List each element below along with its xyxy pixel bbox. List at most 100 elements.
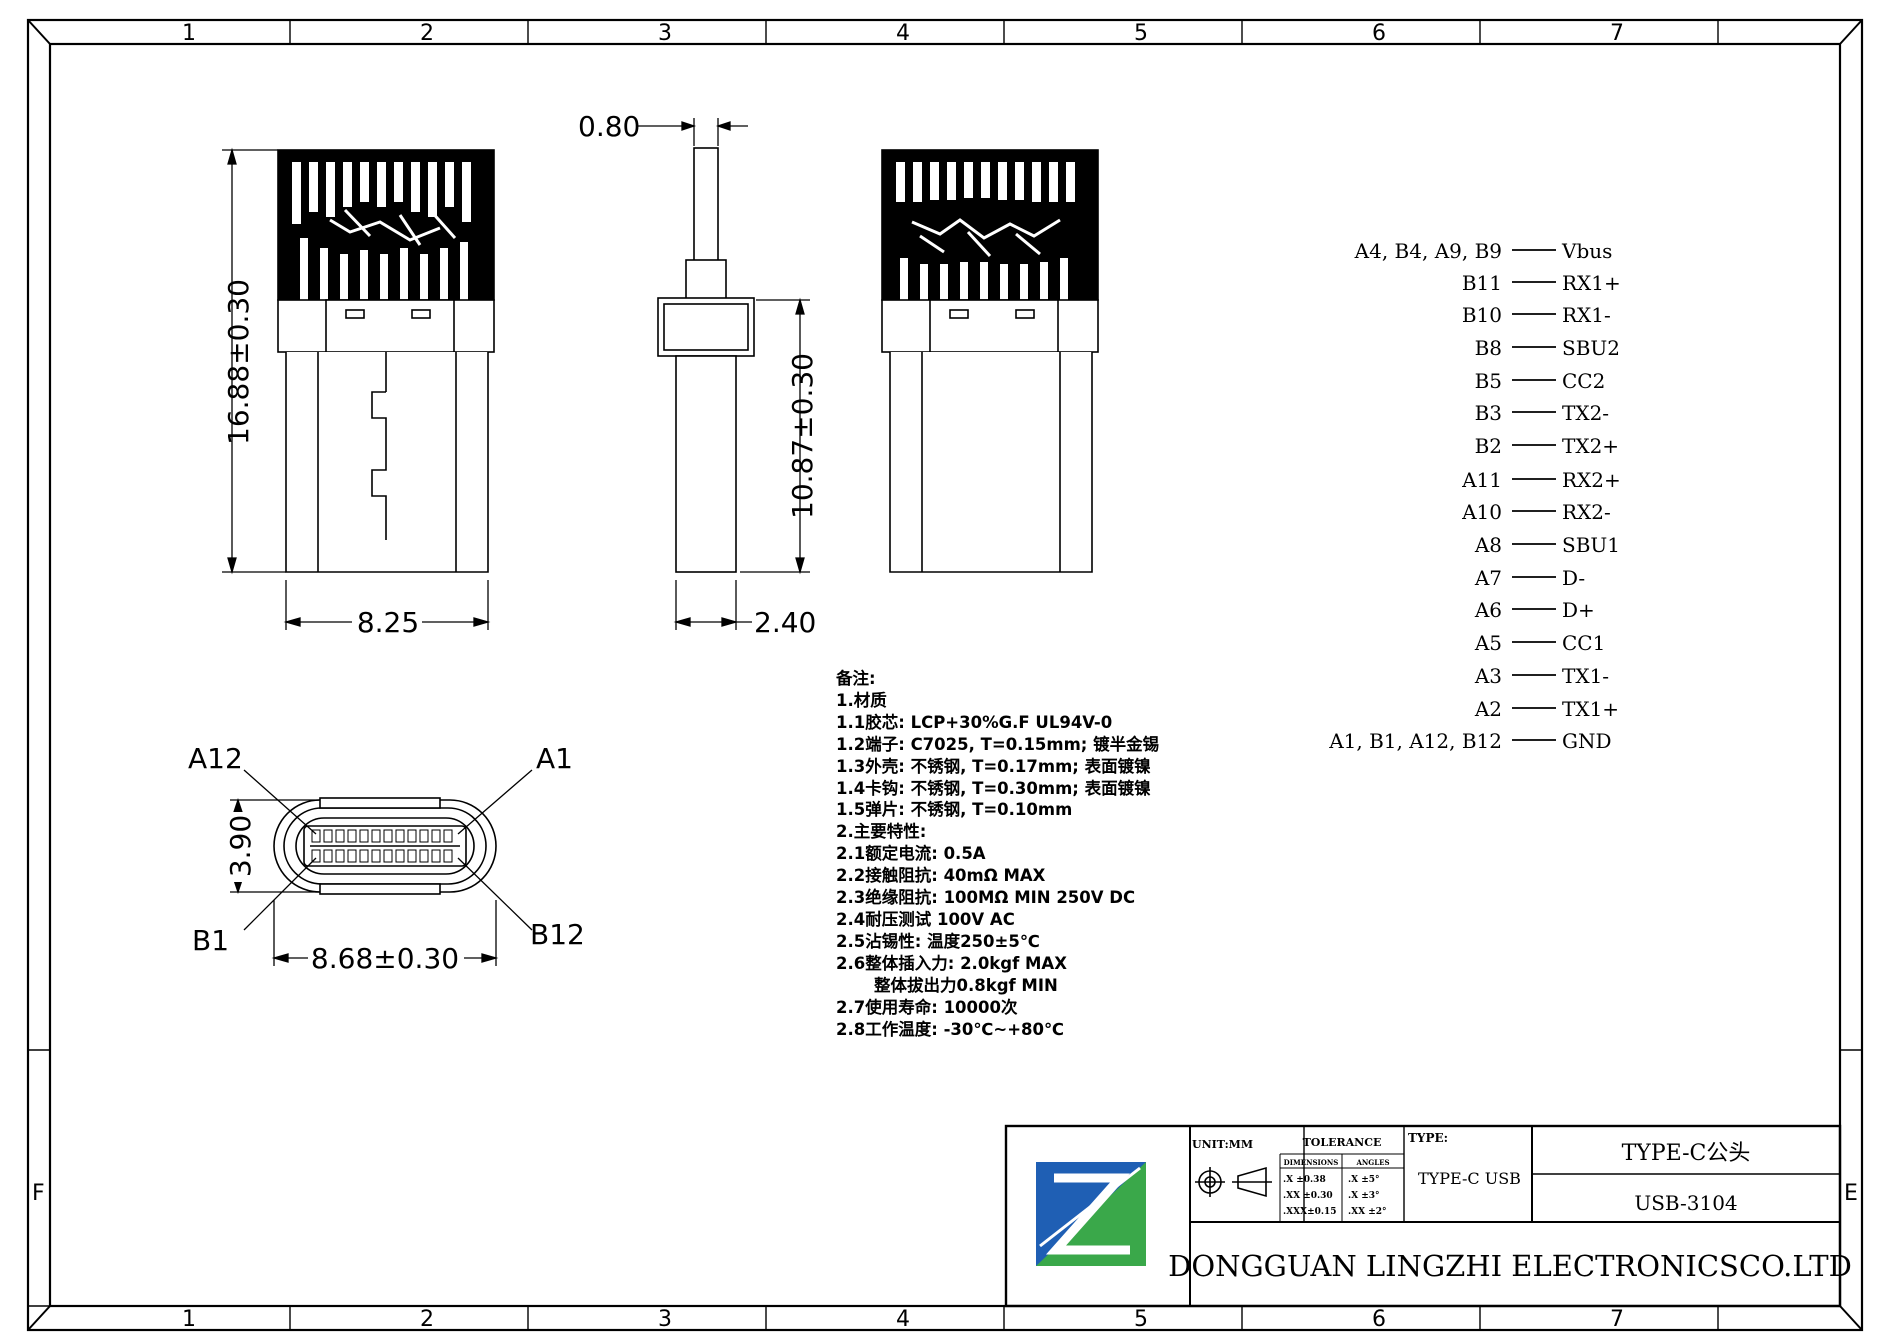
notes-line: 1.1胶芯: LCP+30%G.F UL94V-0 [836,712,1113,732]
zone-left-f: F [32,1181,45,1206]
dim-row-3: .XXX±0.15 [1283,1207,1337,1217]
zone-bottom-5: 5 [1134,1307,1148,1332]
end-width-dimension: 8.68±0.30 [311,942,459,975]
zone-bottom-4: 4 [896,1307,910,1332]
notes-line: 2.8工作温度: -30℃~+80℃ [836,1019,1064,1039]
svg-text:B11: B11 [1462,271,1502,295]
side-width-dimension: 2.40 [754,606,816,639]
zone-top-6: 6 [1372,21,1386,46]
notes-line: 2.7使用寿命: 10000次 [836,997,1018,1017]
angle-row-1: .X ±5° [1348,1175,1380,1185]
top-view [277,149,495,573]
svg-text:TX2-: TX2- [1562,401,1609,425]
svg-text:B3: B3 [1475,401,1502,425]
angles-header: ANGLES [1355,1158,1389,1167]
pinout-row: B3 TX2- [1475,401,1609,425]
zone-right-e: E [1844,1181,1858,1206]
dim-row-2: .XX ±0.30 [1283,1191,1333,1201]
svg-text:A2: A2 [1474,697,1502,721]
notes-line: 2.主要特性: [836,822,927,842]
pinout-row: A5 CC1 [1474,631,1606,655]
zone-bottom-7: 7 [1610,1307,1624,1332]
end-view-pin-pads [311,829,453,863]
svg-text:SBU1: SBU1 [1562,533,1620,557]
top-height-dimension: 16.88±0.30 [222,279,255,445]
svg-text:B10: B10 [1462,303,1502,327]
dim-row-1: .X ±0.38 [1283,1175,1326,1185]
zone-top-5: 5 [1134,21,1148,46]
notes-line: 2.5沾锡性: 温度250±5℃ [836,931,1040,951]
svg-text:A1, B1, A12, B12: A1, B1, A12, B12 [1328,729,1502,753]
part-number: USB-3104 [1634,1191,1737,1215]
zone-bottom-2: 2 [420,1307,434,1332]
dimensions-header: DIMENSIONS [1284,1158,1339,1167]
top-view-pcb-slots [292,162,471,300]
svg-text:B2: B2 [1475,434,1502,458]
notes-line: 1.2端子: C7025, T=0.15mm; 镀半金锡 [836,734,1160,754]
pinout-row: A8 SBU1 [1474,533,1620,557]
pinout-row: A11 RX2+ [1461,468,1621,492]
side-view [657,147,755,573]
svg-text:A11: A11 [1461,468,1502,492]
notes-line: 2.3绝缘阻抗: 100MΩ MIN 250V DC [836,888,1136,908]
svg-text:Vbus: Vbus [1561,239,1612,263]
zone-bottom-3: 3 [658,1307,672,1332]
back-view [881,149,1099,573]
svg-text:TX1+: TX1+ [1562,697,1619,721]
svg-text:RX1-: RX1- [1562,303,1611,327]
product-name: TYPE-C公头 [1622,1141,1751,1166]
pinout-row: A10 RX2- [1461,500,1611,524]
notes-line: 1.4卡钩: 不锈钢, T=0.30mm; 表面镀镍 [836,778,1151,798]
tolerance-title: TOLERANCE [1303,1136,1382,1149]
type-value: TYPE-C USB [1418,1169,1521,1188]
svg-text:RX2-: RX2- [1562,500,1611,524]
angle-row-2: .X ±3° [1348,1191,1380,1201]
zone-bottom-1: 1 [182,1307,196,1332]
svg-text:CC2: CC2 [1562,369,1605,393]
svg-text:GND: GND [1562,729,1612,753]
side-thickness-dimension: 0.80 [578,110,640,143]
svg-text:A3: A3 [1474,664,1502,688]
svg-text:A6: A6 [1474,598,1502,622]
svg-text:A8: A8 [1474,533,1502,557]
type-label: TYPE: [1408,1131,1448,1145]
company-logo-icon [1036,1162,1146,1266]
pinout-row: A1, B1, A12, B12 GND [1328,729,1611,753]
pinout-row: B11 RX1+ [1462,271,1621,295]
svg-text:A5: A5 [1474,631,1502,655]
back-view-pcb-slots [896,162,1075,300]
pinout-row: A6 D+ [1474,598,1595,622]
pinout-row: A2 TX1+ [1474,697,1619,721]
notes-line: 1.3外壳: 不锈钢, T=0.17mm; 表面镀镍 [836,756,1151,776]
notes-line: 整体拔出力0.8kgf MIN [874,975,1058,995]
svg-text:A10: A10 [1461,500,1502,524]
zone-top-7: 7 [1610,21,1624,46]
zone-top-4: 4 [896,21,910,46]
first-angle-projection-icon [1195,1166,1272,1198]
zone-top-2: 2 [420,21,434,46]
unit-label: UNIT:MM [1192,1138,1253,1151]
notes-line: 2.2接触阻抗: 40mΩ MAX [836,866,1046,886]
svg-text:A7: A7 [1474,566,1502,590]
svg-text:RX2+: RX2+ [1562,468,1621,492]
notes-heading: 备注: [836,669,876,688]
notes-line: 2.1额定电流: 0.5A [836,844,986,864]
zone-bottom-6: 6 [1372,1307,1386,1332]
svg-text:D+: D+ [1562,598,1595,622]
svg-text:RX1+: RX1+ [1562,271,1621,295]
svg-text:B8: B8 [1475,336,1502,360]
svg-text:CC1: CC1 [1562,631,1605,655]
label-a12: A12 [188,742,243,775]
label-a1: A1 [536,742,573,775]
top-width-dimension: 8.25 [357,606,419,639]
label-b1: B1 [192,924,229,957]
angle-row-3: .XX ±2° [1348,1207,1387,1217]
notes-line: 2.6整体插入力: 2.0kgf MAX [836,953,1067,973]
zone-labels: 1 2 3 4 5 6 7 1 2 3 4 5 6 7 F E [32,21,1858,1332]
